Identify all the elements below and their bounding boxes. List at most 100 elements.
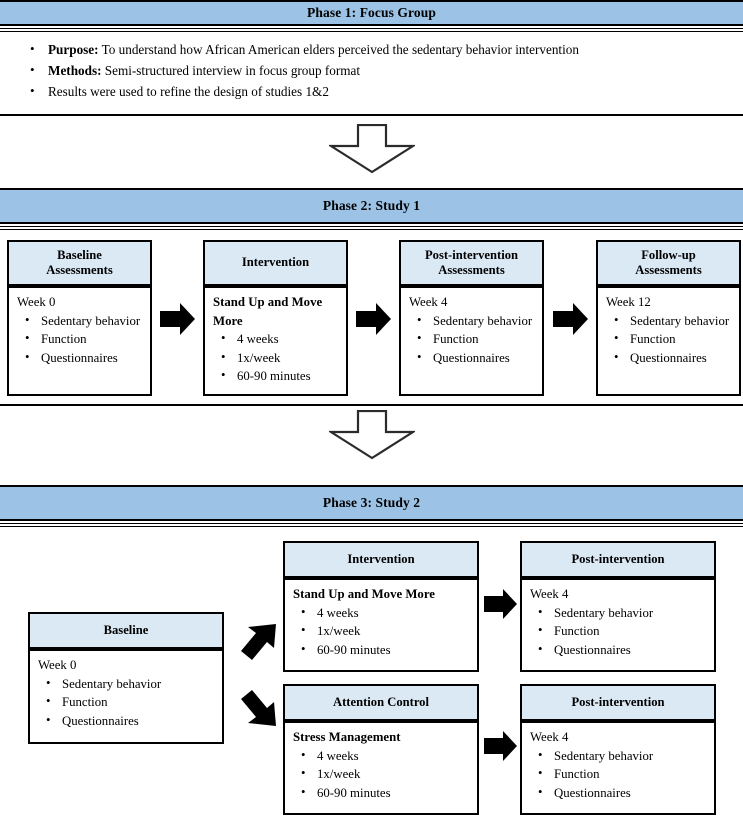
list-item: 1x/week xyxy=(292,621,471,641)
list-item: Questionnaires xyxy=(605,348,733,368)
box-header-line-2: Assessments xyxy=(46,263,113,277)
box-body-list: Sedentary behavior Function Questionnair… xyxy=(37,674,216,731)
box-header-line-2: Assessments xyxy=(635,263,702,277)
box-body: Stand Up and Move More 4 weeks 1x/week 6… xyxy=(203,286,348,396)
box-header-line-1: Baseline xyxy=(57,247,102,262)
phase-3-header-bar: Phase 3: Study 2 xyxy=(0,485,743,521)
up-right-arrow-icon xyxy=(236,622,278,666)
list-item: 4 weeks xyxy=(292,603,471,623)
list-item: Sedentary behavior xyxy=(16,311,144,331)
phase-3-header-label: Phase 3: Study 2 xyxy=(322,495,421,510)
box-header: Intervention xyxy=(203,240,348,286)
box-body-title: Week 12 xyxy=(606,295,651,309)
list-item: 1x/week xyxy=(292,764,471,784)
list-item: Questionnaires xyxy=(408,348,536,368)
list-item: 60-90 minutes xyxy=(292,640,471,660)
box-header-line-2: Assessments xyxy=(438,263,505,277)
box-header: Intervention xyxy=(283,541,479,578)
box-body-list: Sedentary behavior Function Questionnair… xyxy=(529,603,708,660)
phase-2-header-bar: Phase 2: Study 1 xyxy=(0,188,743,224)
list-item: Sedentary behavior xyxy=(37,674,216,694)
list-item: Purpose: To understand how African Ameri… xyxy=(22,38,722,60)
box-body: Week 4 Sedentary behavior Function Quest… xyxy=(520,578,716,672)
box-follow-up-assessments: Follow-up Assessments Week 12 Sedentary … xyxy=(596,240,741,396)
box-baseline: Baseline Week 0 Sedentary behavior Funct… xyxy=(28,612,224,744)
box-body-title: Week 0 xyxy=(17,295,56,309)
box-header-line-1: Attention Control xyxy=(333,694,429,709)
list-item: 60-90 minutes xyxy=(292,783,471,803)
bullet-lead: Purpose: xyxy=(48,42,99,57)
list-item: 1x/week xyxy=(212,348,340,368)
box-body-title: Week 4 xyxy=(530,587,569,601)
down-arrow-hollow-icon xyxy=(329,124,415,174)
box-body-title: Stress Management xyxy=(293,730,401,744)
box-body: Week 12 Sedentary behavior Function Ques… xyxy=(596,286,741,396)
box-header: Baseline xyxy=(28,612,224,649)
box-body-title: Week 4 xyxy=(530,730,569,744)
box-body: Week 0 Sedentary behavior Function Quest… xyxy=(28,649,224,744)
box-header-line-1: Post-intervention xyxy=(571,694,665,709)
bullet-text: To understand how African American elder… xyxy=(98,42,579,57)
box-post-intervention-assessments: Post-intervention Assessments Week 4 Sed… xyxy=(399,240,544,396)
box-body-list: 4 weeks 1x/week 60-90 minutes xyxy=(292,603,471,660)
box-header-line-1: Follow-up xyxy=(641,247,696,262)
right-arrow-icon xyxy=(484,588,518,620)
box-body-list: 4 weeks 1x/week 60-90 minutes xyxy=(292,746,471,803)
box-intervention: Intervention Stand Up and Move More 4 we… xyxy=(203,240,348,396)
list-item: Function xyxy=(37,692,216,712)
box-body: Stress Management 4 weeks 1x/week 60-90 … xyxy=(283,721,479,815)
box-body-list: Sedentary behavior Function Questionnair… xyxy=(605,311,733,368)
box-baseline-assessments: Baseline Assessments Week 0 Sedentary be… xyxy=(7,240,152,396)
box-body: Week 4 Sedentary behavior Function Quest… xyxy=(520,721,716,815)
list-item: Function xyxy=(529,764,708,784)
box-body-list: Sedentary behavior Function Questionnair… xyxy=(529,746,708,803)
box-header: Follow-up Assessments xyxy=(596,240,741,286)
phase-1-header-bar: Phase 1: Focus Group xyxy=(0,0,743,26)
list-item: Questionnaires xyxy=(529,640,708,660)
list-item: Sedentary behavior xyxy=(529,746,708,766)
box-body: Stand Up and Move More 4 weeks 1x/week 6… xyxy=(283,578,479,672)
phase-1-rule xyxy=(0,28,743,32)
box-header: Post-intervention xyxy=(520,684,716,721)
phase-1-bullet-list: Purpose: To understand how African Ameri… xyxy=(22,38,722,102)
list-item: Sedentary behavior xyxy=(605,311,733,331)
list-item: Function xyxy=(16,329,144,349)
box-header: Attention Control xyxy=(283,684,479,721)
box-body-list: Sedentary behavior Function Questionnair… xyxy=(408,311,536,368)
list-item: Sedentary behavior xyxy=(529,603,708,623)
bullet-lead: Methods: xyxy=(48,63,102,78)
box-body-title: Week 4 xyxy=(409,295,448,309)
phase-3-rule xyxy=(0,523,743,527)
box-header-line-1: Intervention xyxy=(241,255,310,270)
right-arrow-icon xyxy=(160,302,196,336)
phase-1-header-label: Phase 1: Focus Group xyxy=(307,5,436,20)
box-body: Week 0 Sedentary behavior Function Quest… xyxy=(7,286,152,396)
list-item: Sedentary behavior xyxy=(408,311,536,331)
box-header: Baseline Assessments xyxy=(7,240,152,286)
box-post-intervention-bottom: Post-intervention Week 4 Sedentary behav… xyxy=(520,684,716,815)
list-item: 60-90 minutes xyxy=(212,366,340,386)
box-body-title: Week 0 xyxy=(38,658,77,672)
phase-2-bottom-rule xyxy=(0,404,743,406)
list-item: Function xyxy=(605,329,733,349)
box-body-title: Stand Up and Move More xyxy=(213,295,323,328)
list-item: Function xyxy=(529,621,708,641)
list-item: 4 weeks xyxy=(292,746,471,766)
list-item: Methods: Semi-structured interview in fo… xyxy=(22,59,722,81)
phase-2-rule xyxy=(0,226,743,230)
list-item: Questionnaires xyxy=(529,783,708,803)
box-post-intervention-top: Post-intervention Week 4 Sedentary behav… xyxy=(520,541,716,672)
list-item: Questionnaires xyxy=(16,348,144,368)
down-right-arrow-icon xyxy=(236,684,278,728)
box-body-title: Stand Up and Move More xyxy=(293,587,435,601)
right-arrow-icon xyxy=(356,302,392,336)
box-body-list: Sedentary behavior Function Questionnair… xyxy=(16,311,144,368)
box-header-line-1: Post-intervention xyxy=(424,247,519,262)
box-body: Week 4 Sedentary behavior Function Quest… xyxy=(399,286,544,396)
box-header-line-1: Baseline xyxy=(103,622,149,637)
box-attention-control: Attention Control Stress Management 4 we… xyxy=(283,684,479,815)
phase-2-header-label: Phase 2: Study 1 xyxy=(322,198,421,213)
list-item: Questionnaires xyxy=(37,711,216,731)
box-body-list: 4 weeks 1x/week 60-90 minutes xyxy=(212,329,340,386)
